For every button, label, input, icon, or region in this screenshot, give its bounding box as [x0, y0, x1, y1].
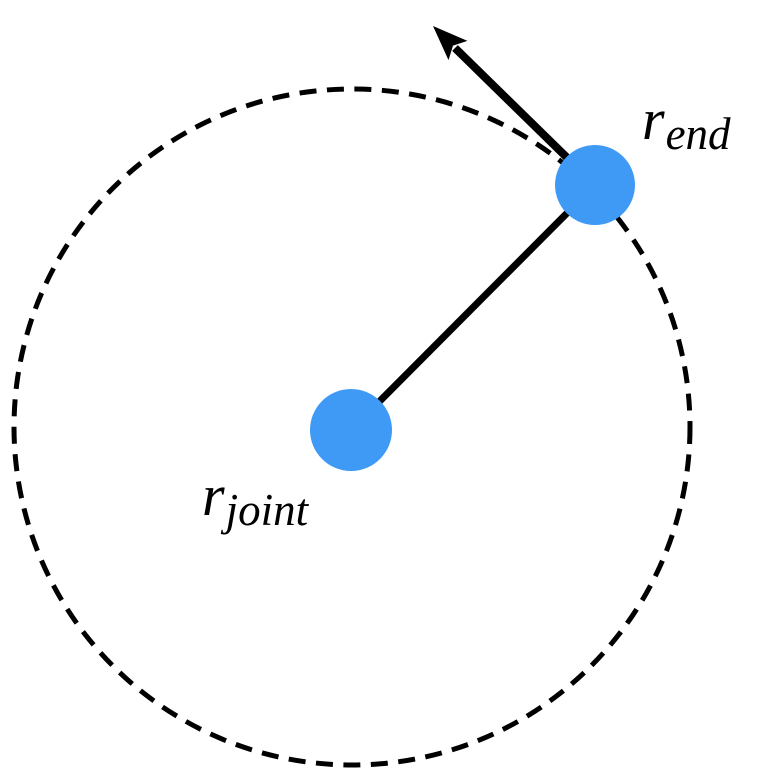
label-r-joint-subscript: joint	[225, 484, 309, 535]
end-node	[555, 145, 635, 225]
label-r-end-subscript: end	[665, 108, 731, 159]
dashed-orbit-circle	[11, 86, 693, 768]
link-line	[348, 182, 598, 433]
label-r-end: rend	[642, 91, 731, 157]
label-r-joint: rjoint	[202, 467, 308, 533]
velocity-arrow-head	[433, 26, 468, 61]
joint-node	[310, 389, 392, 471]
label-r-joint-base: r	[202, 463, 225, 528]
label-r-end-base: r	[642, 87, 665, 152]
